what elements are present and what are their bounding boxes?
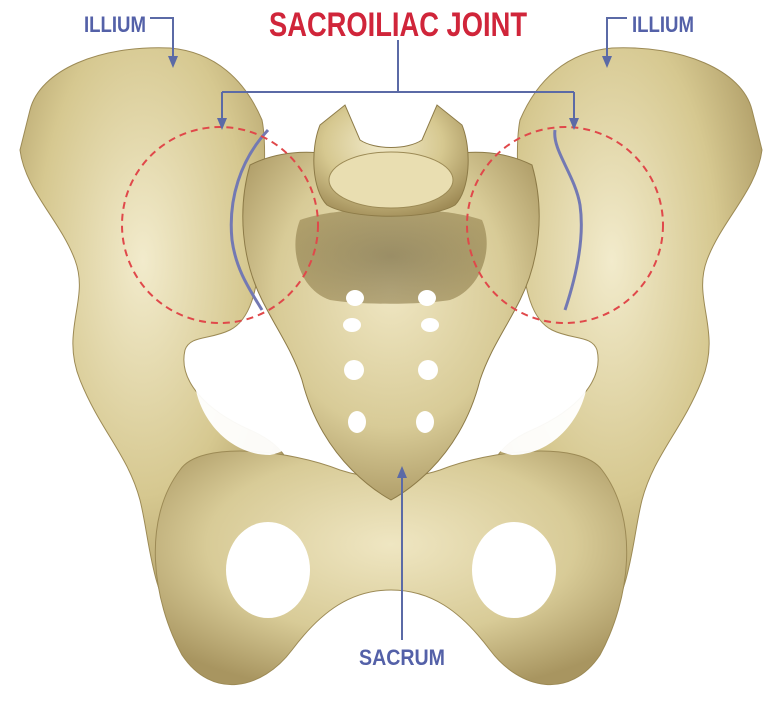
right-ilium-label: ILLIUM — [632, 12, 694, 37]
left-ilium-label: ILLIUM — [84, 12, 146, 37]
sacroiliac-joint-label: SACROILIAC JOINT — [269, 6, 527, 44]
sacrum-shadow — [295, 209, 486, 304]
right-obturator-foramen — [472, 522, 556, 618]
vertebral-body — [329, 152, 453, 208]
sacrum-label: SACRUM — [359, 645, 445, 670]
left-obturator-foramen — [226, 522, 310, 618]
